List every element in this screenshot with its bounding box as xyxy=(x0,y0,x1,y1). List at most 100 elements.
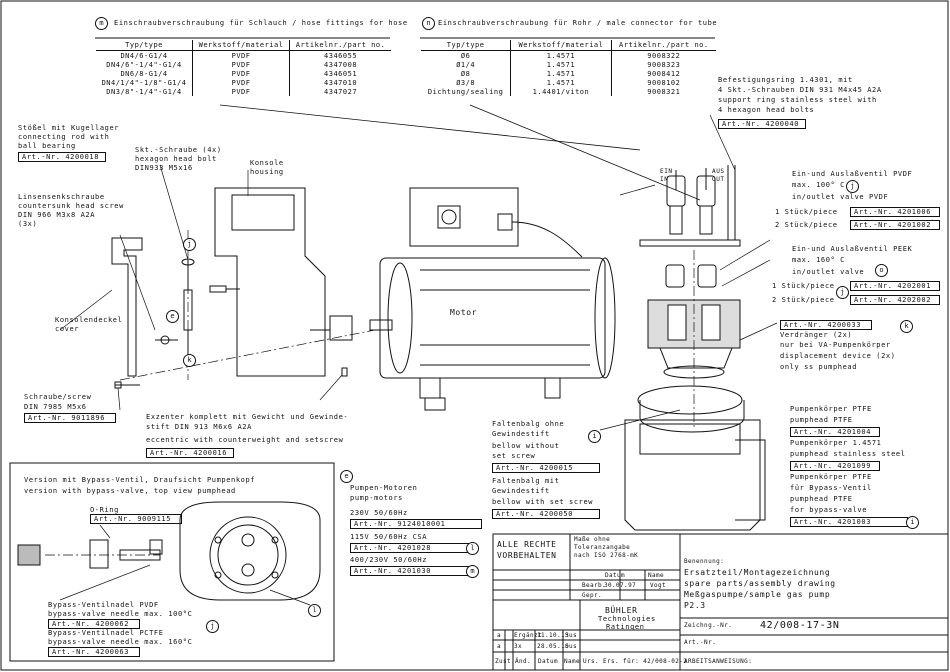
badge-m: m xyxy=(466,565,479,578)
console-cover-label-2: cover xyxy=(55,325,80,333)
tolerance-1: Maße ohne xyxy=(574,536,611,543)
hose-col-material: Werkstoff/material xyxy=(192,40,290,51)
cell: PVDF xyxy=(192,60,290,69)
pumphead-ss-label-2: pumphead stainless steel xyxy=(790,450,906,458)
footer-replaces: Ers. für: 42/008-02-2 xyxy=(603,658,688,665)
pvdf-valve-label-1: Ein-und Auslaßventil PVDF xyxy=(792,170,913,178)
company-1: BÜHLER xyxy=(605,606,638,615)
hex-bolt-label-1: Skt.-Schraube (4x) xyxy=(135,146,222,154)
bellow2-label-1: Faltenbalg mit xyxy=(492,477,560,485)
cell: 1.4401/viton xyxy=(510,87,612,96)
cell: PVDF xyxy=(192,87,290,96)
tolerance-2: Toleranzangabe xyxy=(574,544,631,551)
countersunk-label-1: Linsensenkschraube xyxy=(18,193,105,201)
peek-valve-label-3: in/outlet valve xyxy=(792,268,865,276)
cell: PVDF xyxy=(192,69,290,78)
drawing-no: 42/008-17-3N xyxy=(760,620,840,631)
connecting-rod-part-no: Art.-Nr. 4200018 xyxy=(18,152,106,162)
rev-row-2-change: 3x xyxy=(514,643,523,650)
bellow2-label-3: bellow with set screw xyxy=(492,498,594,506)
connecting-rod-label-1: Stößel mit Kugellager xyxy=(18,124,120,132)
motor-230-part-no: Art.-Nr. 9124010001 xyxy=(350,519,482,529)
connecting-rod-label-2: connecting rod with xyxy=(18,133,110,141)
pumphead-ss-label-1: Pumpenkörper 1.4571 xyxy=(790,439,882,447)
connecting-rod-label-3: ball bearing xyxy=(18,142,76,150)
pvdf-one-piece-part-no: Art.-Nr. 4201006 xyxy=(850,207,940,217)
name-header: Name xyxy=(648,572,665,579)
footer-origin: Urs. xyxy=(583,658,600,665)
support-ring-label-3: support ring stainless steel with xyxy=(718,96,877,104)
console-label-1: Konsole xyxy=(250,159,284,167)
peek-one-piece-part-no: Art.-Nr. 4202001 xyxy=(850,281,940,291)
tolerance-3: nach ISO 2768-mK xyxy=(574,552,639,559)
cell: 1.4571 xyxy=(510,60,612,69)
footer-change: Änd. xyxy=(515,658,532,665)
badge-j: j xyxy=(836,286,849,299)
footer-date: Datum xyxy=(538,658,559,665)
company-2: Technologies xyxy=(598,615,656,623)
footer-work-instruction: ARBEITSANWEISUNG: xyxy=(684,658,753,665)
date-header: Datum xyxy=(605,572,626,579)
cell: Ø6 xyxy=(460,51,471,60)
cell: 1.4571 xyxy=(510,50,612,60)
console-label-2: housing xyxy=(250,168,284,176)
pumphead-bypass-label-2: für Bypass-Ventil xyxy=(790,484,872,492)
motors-label-1: Pumpen-Motoren xyxy=(350,484,418,492)
hose-table-title: Einschraubverschraubung für Schlauch / h… xyxy=(114,19,408,27)
hose-col-part: Artikelnr./part no. xyxy=(289,40,391,51)
motor-115-part-no: Art.-Nr. 4201028 xyxy=(350,543,470,553)
screw-label-2: DIN 7985 M5x6 xyxy=(24,403,87,411)
rev-row-1-state: a xyxy=(497,632,502,639)
pumphead-ptfe-label-2: pumphead PTFE xyxy=(790,416,853,424)
pumphead-ptfe-part-no: Art.-Nr. 4201004 xyxy=(790,427,880,437)
displacer-label-2: nur bei VA-Pumpenkörper xyxy=(780,341,891,349)
cell: 9008102 xyxy=(610,78,716,87)
hex-bolt-label-2: hexagon head bolt xyxy=(135,155,217,163)
inlet-label: EIN IN xyxy=(660,168,673,183)
motor-115-label: 115V 50/60Hz CSA xyxy=(350,533,428,541)
cell: 4347010 xyxy=(289,78,391,87)
displacer-label-4: only ss pumphead xyxy=(780,363,858,371)
needle2-label-1: Bypass-Ventilnadel PCTFE xyxy=(48,629,164,637)
badge-e: e xyxy=(340,470,353,483)
peek-one-piece: 1 Stück/piece xyxy=(772,282,835,290)
cell: Dichtung/sealing xyxy=(427,87,504,96)
badge-l: l xyxy=(308,604,321,617)
countersunk-label-4: (3x) xyxy=(18,220,38,228)
support-ring-label-2: 4 Skt.-Schrauben DIN 931 M4x45 A2A xyxy=(718,86,882,94)
hex-bolt-label-3: DIN933 M5x16 xyxy=(135,164,193,172)
needle2-part-no: Art.-Nr. 4200063 xyxy=(48,647,140,657)
bearb-label: Bearb. xyxy=(582,582,607,589)
motors-label-2: pump-motors xyxy=(350,494,403,502)
bellow-part-no: Art.-Nr. 4200015 xyxy=(492,463,600,473)
countersunk-label-2: countersunk head screw xyxy=(18,202,124,210)
rev-row-1-name: Sus xyxy=(565,632,578,639)
badge-m: m xyxy=(95,17,108,30)
cell: 1.4571 xyxy=(510,78,612,87)
hose-col-type: Typ/type xyxy=(96,40,193,51)
bellow-label-2: Gewindestift xyxy=(492,430,550,438)
bearb-date: 30.07.97 xyxy=(604,582,637,589)
support-ring-part-no: Art.-Nr. 4200040 xyxy=(718,119,806,129)
cell: PVDF xyxy=(192,78,290,87)
pumphead-bypass-part-no: Art.-Nr. 4201003 xyxy=(790,517,908,527)
console-cover-label-1: Konsolendeckel xyxy=(55,316,123,324)
tube-col-material: Werkstoff/material xyxy=(510,40,612,51)
bellow2-label-2: Gewindestift xyxy=(492,487,550,495)
cell: 4346055 xyxy=(289,50,391,60)
bypass-title-2: version with bypass-valve, top view pump… xyxy=(24,487,236,495)
cell: 9008321 xyxy=(610,87,716,96)
pvdf-valve-label-3: in/outlet valve PVDF xyxy=(792,193,889,201)
displacer-part-no: Art.-Nr. 4200033 xyxy=(780,320,872,330)
displacer-label-1: Verdränger (2x) xyxy=(780,331,853,339)
